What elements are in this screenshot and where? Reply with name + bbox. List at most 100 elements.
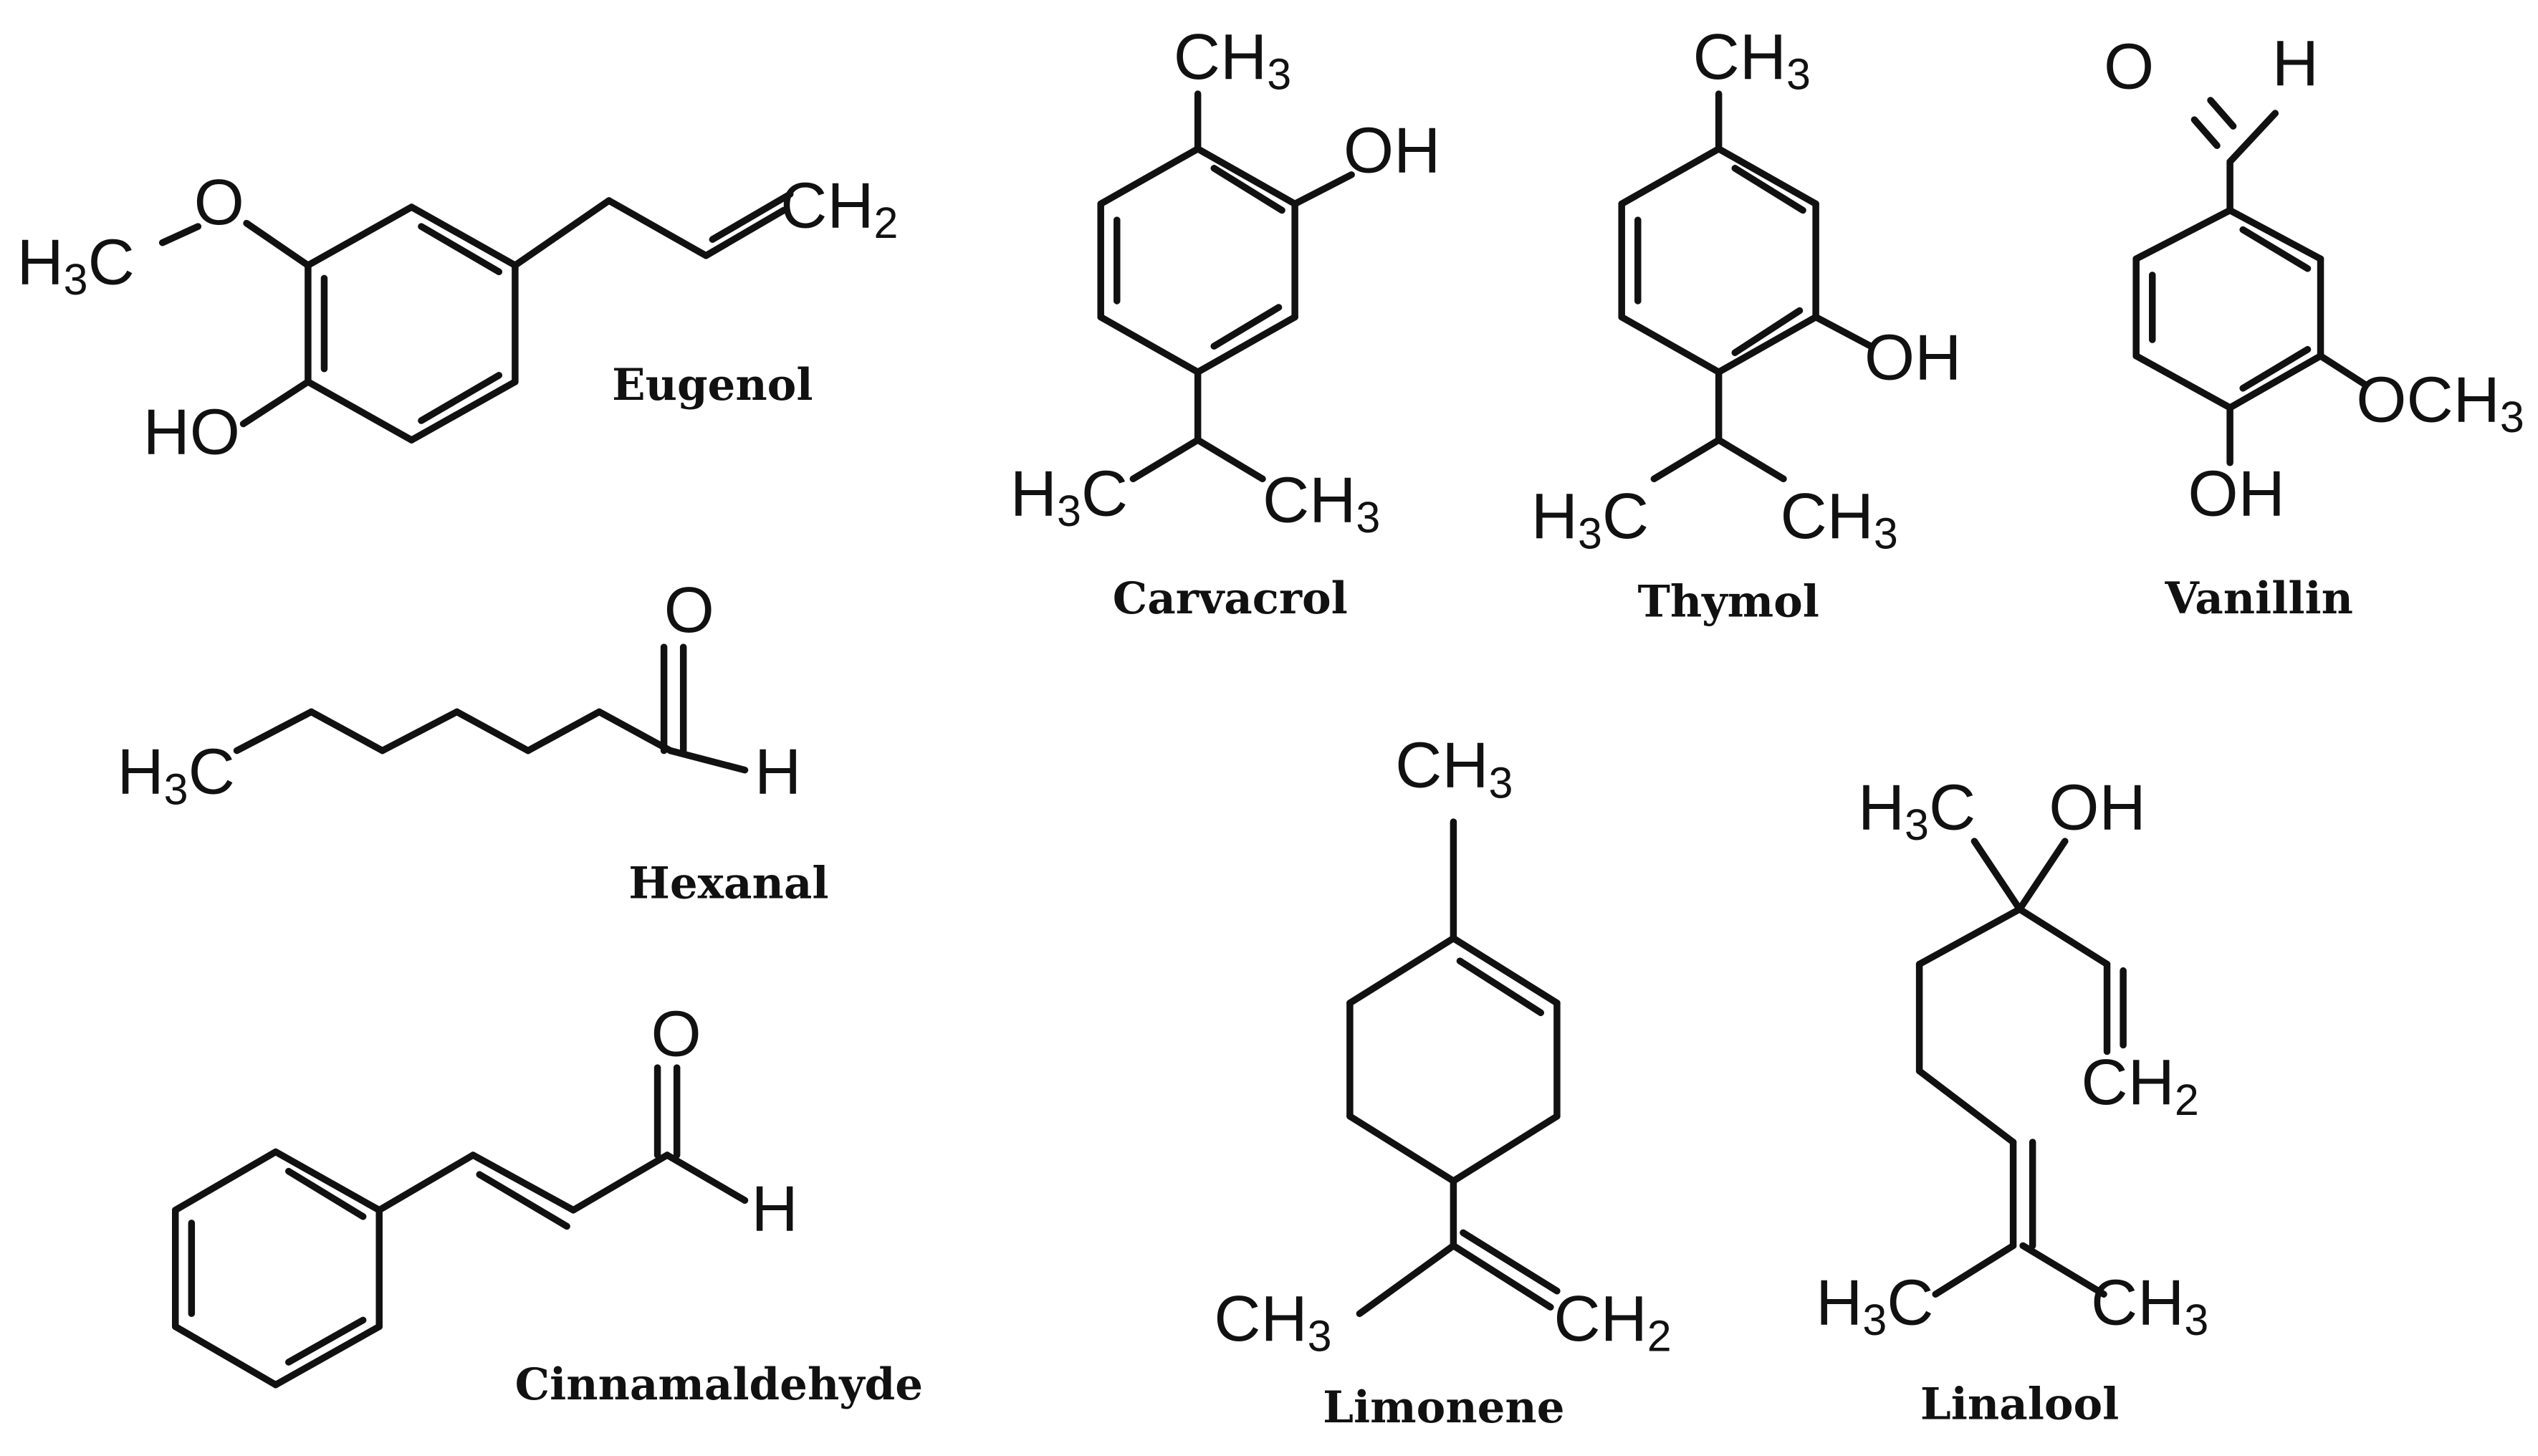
bond-line — [172, 1323, 279, 1389]
atom-symbol: C — [1081, 457, 1128, 530]
bond-line — [378, 708, 461, 755]
compound-name: Thymol — [1638, 576, 1819, 627]
atom-label-hydroxyl: HO — [143, 396, 240, 468]
atom-symbol: C — [1887, 1266, 1933, 1338]
bond-line — [2226, 352, 2324, 411]
subscript: 3 — [2500, 393, 2524, 441]
atom-symbol: H — [1858, 771, 1905, 843]
atom-label-aldehyde-h: H — [755, 736, 801, 808]
atom-symbol: H — [117, 736, 163, 808]
bond-line — [664, 1151, 749, 1204]
bond-line — [1915, 906, 2024, 968]
atom-label-terminal: CH2 — [780, 169, 898, 247]
bond-line — [1970, 838, 2024, 913]
atom-symbol: H — [1010, 457, 1057, 530]
atom-symbol: OH — [1864, 322, 1961, 394]
atom-symbol: CH — [1780, 480, 1873, 552]
molecule-hexanal: H3C O H Hexanal — [117, 574, 828, 909]
bond-line — [158, 223, 202, 246]
bond-line — [702, 206, 787, 259]
atom-label-iso-right: CH3 — [1263, 464, 1380, 542]
atom-symbol: CH — [780, 169, 873, 241]
compound-name: Carvacrol — [1113, 573, 1348, 624]
subscript: 3 — [1862, 1295, 1887, 1344]
bond-line — [305, 378, 416, 444]
subscript: 3 — [1874, 509, 1898, 558]
atom-label-iso-left: H3C — [1010, 457, 1128, 535]
bond-line — [2132, 352, 2233, 411]
atom-label-methyl: H3C — [117, 736, 234, 814]
bond-line — [2190, 116, 2221, 149]
bond-line — [233, 708, 315, 755]
bond-line — [525, 708, 603, 755]
atom-symbol: H — [755, 736, 801, 808]
compound-name: Hexanal — [628, 858, 828, 909]
bond-line — [1915, 1067, 2017, 1146]
atom-label-iso-left: H3C — [1531, 480, 1649, 558]
bond-line — [1812, 313, 1874, 350]
compound-name: Limonene — [1323, 1382, 1564, 1433]
atom-label-methyl: CH3 — [1174, 21, 1291, 99]
bond-line — [2317, 352, 2370, 389]
atom-label-methyl: H3C — [16, 226, 134, 304]
bond-line — [1450, 1242, 1554, 1311]
bond-line — [476, 1171, 570, 1230]
compound-name: Eugenol — [612, 360, 813, 411]
bond-line — [1097, 313, 1202, 376]
bond-line — [1618, 145, 1723, 208]
bond-line — [243, 219, 312, 269]
atom-label-hydroxyl: OH — [2049, 771, 2145, 843]
subscript: 3 — [1786, 49, 1811, 98]
bond-line — [272, 1148, 383, 1214]
subscript: 2 — [874, 198, 899, 247]
bond-line — [2226, 110, 2279, 166]
atom-symbol: CH — [2081, 1046, 2174, 1119]
atom-symbol: OH — [2049, 771, 2145, 843]
bond-line — [1450, 934, 1561, 1007]
atom-label-aldehyde-o: O — [664, 574, 714, 646]
bond-line — [1210, 165, 1285, 214]
bond-line — [2207, 97, 2237, 130]
bond-line — [1291, 171, 1355, 208]
atom-symbol: O — [651, 997, 701, 1070]
bond-line — [1715, 436, 1787, 483]
bond-line — [375, 1151, 477, 1214]
bond-line — [709, 191, 794, 243]
atom-label-aldehyde-h: H — [2272, 27, 2319, 100]
subscript: 3 — [164, 765, 188, 813]
bond-line — [1932, 1242, 2017, 1298]
atom-symbol: CH — [1693, 21, 1786, 93]
bond-line — [307, 708, 386, 755]
bond-line — [1346, 1113, 1457, 1184]
atom-symbol: O — [664, 574, 714, 646]
atom-label-methyl-left: H3C — [1816, 1266, 1933, 1344]
atom-label-methyl: CH3 — [1693, 21, 1811, 99]
bond-line — [1346, 934, 1457, 1007]
bond-line — [1731, 165, 1806, 214]
atom-label-methylene: CH2 — [1553, 1283, 1671, 1361]
atom-symbol: H — [2272, 27, 2319, 100]
subscript: 3 — [1578, 509, 1602, 558]
atom-symbol: CH — [1263, 464, 1356, 536]
bond-line — [2132, 206, 2233, 262]
atom-symbol: H — [1531, 480, 1578, 552]
atom-symbol: CH — [1395, 729, 1488, 802]
bond-line — [172, 1148, 279, 1214]
atom-symbol: OCH — [2356, 363, 2500, 436]
bond-line — [2016, 906, 2111, 968]
atom-label-hydroxyl: OH — [2188, 457, 2284, 530]
bond-line — [1731, 307, 1804, 356]
bond-line — [1194, 313, 1298, 376]
bond-line — [408, 203, 519, 269]
subscript: 3 — [1267, 49, 1291, 98]
bond-line — [469, 1151, 577, 1214]
atom-symbol: OH — [2188, 457, 2284, 530]
bond-line — [1210, 304, 1283, 350]
atom-symbol: O — [2104, 30, 2154, 102]
atom-symbol: HO — [143, 396, 240, 468]
